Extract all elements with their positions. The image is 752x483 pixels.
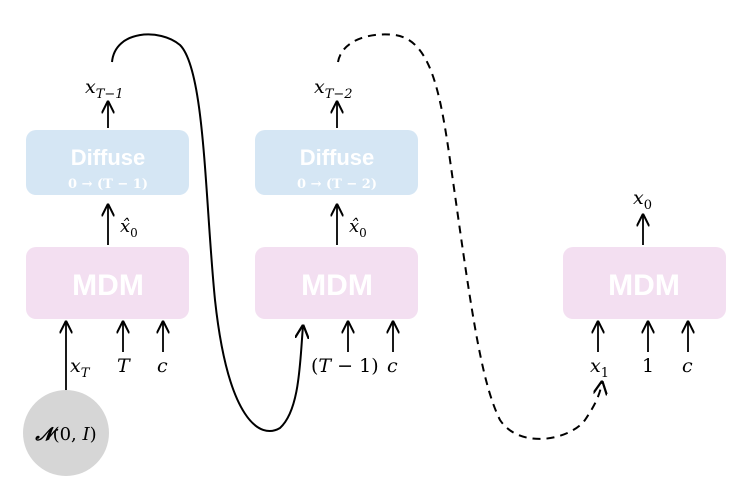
diffuse-title: Diffuse: [300, 145, 375, 170]
input-label-c: c: [387, 355, 398, 377]
input-label-x-t: xT: [70, 355, 91, 381]
input-label-t: T: [117, 355, 131, 377]
loop-curve-dashed: [337, 33, 602, 440]
diffuse-box: [255, 130, 418, 195]
step-2: xT−2 Diffuse 0 → (T − 2) x̂0 MDM (T − 1)…: [255, 76, 418, 377]
mdm-label: MDM: [72, 269, 144, 302]
mdm-box: [26, 247, 189, 319]
mdm-label: MDM: [301, 269, 373, 302]
mdm-box: [255, 247, 418, 319]
input-label-c: c: [682, 355, 693, 377]
input-label-x-1: x1: [590, 355, 609, 381]
mdm-label: MDM: [608, 269, 680, 302]
diffuse-subtitle: 0 → (T − 2): [297, 177, 377, 192]
output-label-x-0: x0: [633, 187, 652, 213]
mdm-box: [563, 247, 726, 319]
diffuse-box: [26, 130, 189, 195]
diffuse-subtitle: 0 → (T − 1): [68, 177, 148, 192]
input-label-1: 1: [642, 355, 654, 377]
output-label-x-t-2: xT−2: [314, 76, 353, 102]
input-label-t-1: (T − 1): [311, 355, 379, 377]
x0-hat-label: x̂0: [120, 216, 138, 240]
step-1: xT−1 Diffuse 0 → (T − 1) x̂0 MDM xT T c …: [23, 76, 189, 476]
step-3: x0 MDM x1 1 c: [563, 187, 726, 381]
diffuse-title: Diffuse: [71, 145, 146, 170]
output-label-x-t-1: xT−1: [85, 76, 124, 102]
noise-circle: [23, 390, 109, 476]
noise-label: 𝓝(0, I): [34, 424, 96, 445]
loop-curve-solid: [111, 33, 303, 432]
x0-hat-label: x̂0: [349, 216, 367, 240]
input-label-c: c: [157, 355, 168, 377]
